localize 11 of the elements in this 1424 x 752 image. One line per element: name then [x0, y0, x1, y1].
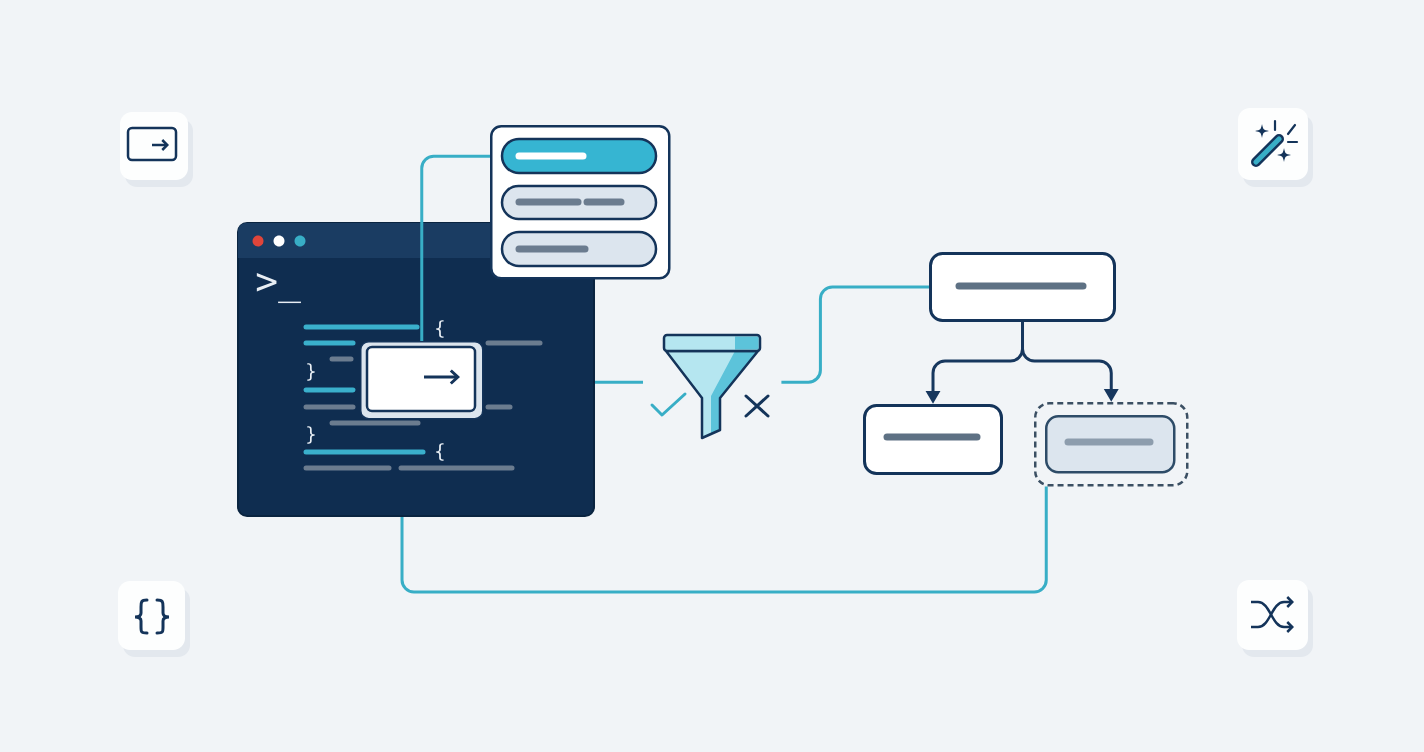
prompt-symbol: >_ [256, 272, 301, 304]
connector-line [400, 486, 1048, 594]
code-brace: { [436, 443, 444, 461]
code-brace: } [307, 426, 315, 444]
code-brace: } [307, 363, 315, 381]
connector-line [781, 285, 929, 384]
code-brace: { [436, 320, 444, 338]
connector-line [595, 380, 643, 384]
funnel-icon [662, 333, 762, 440]
connector-line [420, 154, 490, 341]
dashed-group [1034, 402, 1189, 487]
